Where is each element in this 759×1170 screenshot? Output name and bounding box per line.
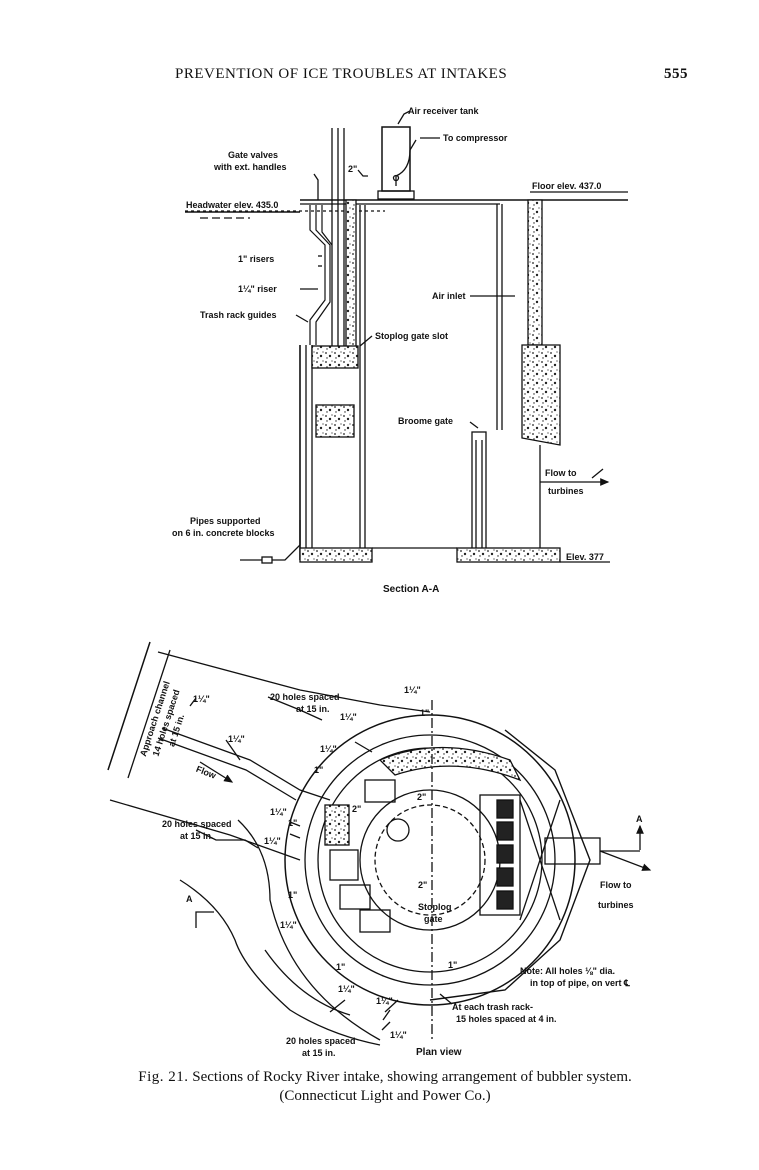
dim-1-b: 1" bbox=[314, 765, 323, 775]
stoplog-top-block bbox=[311, 345, 359, 369]
dim-1-e: 1" bbox=[336, 962, 345, 972]
dim-114-b: 1¼" bbox=[228, 734, 245, 744]
dim-114-h: 1¼" bbox=[280, 920, 297, 930]
caption-line-2: (Connecticut Light and Power Co.) bbox=[279, 1088, 491, 1104]
plan-flow-to-label: Flow to bbox=[600, 880, 632, 890]
section-mark-a-right: A bbox=[636, 814, 643, 824]
floor-elev-label: Floor elev. 437.0 bbox=[532, 181, 601, 191]
pipes-supported-label-2: on 6 in. concrete blocks bbox=[172, 528, 275, 538]
approach-bank-lower bbox=[109, 799, 301, 861]
riser-pipes bbox=[309, 205, 326, 345]
headwater-label: Headwater elev. 435.0 bbox=[186, 200, 278, 210]
intake-outer-ring bbox=[284, 714, 576, 1006]
riser-114-label: 1¼" riser bbox=[238, 284, 277, 294]
base-slab-right bbox=[456, 547, 561, 563]
pipe-2in-label: 2" bbox=[348, 164, 357, 174]
plan-turbines-label: turbines bbox=[598, 900, 634, 910]
plan-view-drawing bbox=[107, 641, 652, 1046]
gate-valves-label-2: with ext. handles bbox=[213, 162, 287, 172]
right-upper-wall bbox=[527, 199, 543, 346]
base-slab-left bbox=[299, 547, 373, 563]
central-well bbox=[386, 818, 410, 842]
holes-20-top-label-1: 20 holes spaced bbox=[270, 692, 340, 702]
flow-label: Flow bbox=[195, 764, 219, 781]
dim-114-g: 1¼" bbox=[264, 836, 281, 846]
trash-rack-guides-label: Trash rack guides bbox=[200, 310, 277, 320]
upper-concrete-arc bbox=[378, 746, 522, 782]
gate-bays bbox=[479, 794, 521, 916]
trash-rack-note-1: At each trash rack- bbox=[452, 1002, 533, 1012]
caption-line-1: Fig. 21. Sections of Rocky River intake,… bbox=[75, 1068, 695, 1087]
air-inlet-label: Air inlet bbox=[432, 291, 466, 301]
structure-outline bbox=[429, 729, 591, 1001]
dim-114-e: 1¼" bbox=[320, 744, 337, 754]
section-mark-a-left: A bbox=[186, 894, 193, 904]
dim-114-f: 1¼" bbox=[270, 807, 287, 817]
trash-rack-note-2: 15 holes spaced at 4 in. bbox=[456, 1014, 557, 1024]
section-title: Section A-A bbox=[383, 584, 439, 595]
dim-114-k: 1¼" bbox=[390, 1030, 407, 1040]
flow-to-label: Flow to bbox=[545, 468, 577, 478]
figure-caption: Fig. 21. Sections of Rocky River intake,… bbox=[75, 1068, 695, 1106]
right-lower-wall bbox=[521, 344, 561, 446]
to-compressor-label: To compressor bbox=[443, 133, 508, 143]
risers-1in-label: 1" risers bbox=[238, 254, 274, 264]
air-receiver-label: Air receiver tank bbox=[408, 106, 480, 116]
dim-1-f: 1" bbox=[448, 960, 457, 970]
holes-20-top-label-2: at 15 in. bbox=[296, 704, 330, 714]
note-label-2: in top of pipe, on vert ℄ bbox=[530, 978, 630, 988]
flow-turbines-label: turbines bbox=[548, 486, 584, 496]
caption-text-1: Sections of Rocky River intake, showing … bbox=[192, 1069, 632, 1085]
note-label-1: Note: All holes ⅛" dia. bbox=[520, 966, 615, 976]
page-number: 555 bbox=[664, 66, 688, 82]
figure-number: Fig. 21. bbox=[138, 1069, 189, 1085]
stoplog-block bbox=[315, 404, 355, 438]
dim-2-b: 2" bbox=[417, 792, 426, 802]
dim-114-d: 1¼" bbox=[340, 712, 357, 722]
running-header: PREVENTION OF ICE TROUBLES AT INTAKES bbox=[175, 66, 508, 82]
dim-114-i: 1¼" bbox=[338, 984, 355, 994]
dim-1-a: 1" bbox=[420, 708, 429, 718]
broome-gate bbox=[471, 431, 487, 555]
dim-114-c: 1¼" bbox=[404, 685, 421, 695]
holes-20-bottom-label-2: at 15 in. bbox=[302, 1048, 336, 1058]
section-a-a-drawing bbox=[185, 110, 628, 564]
elev-377-label: Elev. 377 bbox=[566, 552, 604, 562]
plan-view-title: Plan view bbox=[416, 1047, 462, 1058]
pipes-supported-label-1: Pipes supported bbox=[190, 516, 261, 526]
dim-114-a: 1¼" bbox=[193, 694, 210, 704]
stoplog-slot-label: Stoplog gate slot bbox=[375, 331, 448, 341]
dim-2-a: 2" bbox=[352, 804, 361, 814]
stoplog-wall bbox=[345, 199, 357, 351]
dim-2-c: 2" bbox=[418, 880, 427, 890]
holes-20-left-label-2: at 15 in. bbox=[180, 831, 214, 841]
dim-1-d: 1" bbox=[288, 890, 297, 900]
stoplog-label-1: Stoplog bbox=[418, 902, 452, 912]
holes-20-left-label-1: 20 holes spaced bbox=[162, 819, 232, 829]
plan-flow-arrow bbox=[599, 850, 652, 871]
gate-valves-label-1: Gate valves bbox=[228, 150, 278, 160]
approach-bank-left bbox=[107, 641, 151, 771]
trash-rack-bay-1 bbox=[324, 804, 350, 846]
broome-gate-label: Broome gate bbox=[398, 416, 453, 426]
dim-114-j: 1¼" bbox=[376, 996, 393, 1006]
stoplog-label-2: gate bbox=[424, 914, 443, 924]
dim-1-c: 1" bbox=[288, 818, 297, 828]
holes-20-bottom-label-1: 20 holes spaced bbox=[286, 1036, 356, 1046]
